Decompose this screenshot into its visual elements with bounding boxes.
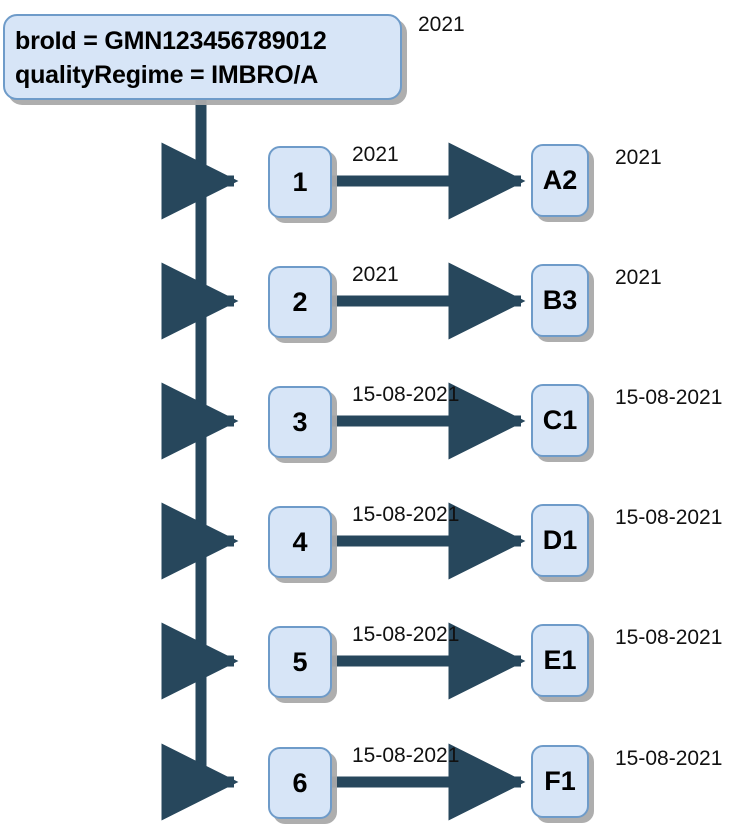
target-date-label-2: 2021: [615, 266, 662, 289]
target-date-label-4: 15-08-2021: [615, 506, 723, 529]
branch-elbow-1: [161, 142, 239, 220]
node-3[interactable]: 3: [268, 386, 332, 458]
target-date-label-5: 15-08-2021: [615, 626, 723, 649]
node-2[interactable]: 2: [268, 266, 332, 338]
node-d1[interactable]: D1: [531, 504, 589, 577]
node-b3[interactable]: B3: [531, 264, 589, 337]
node-e1[interactable]: E1: [531, 624, 589, 697]
edge-label-2: 2021: [352, 263, 399, 286]
root-node-line-qualityregime: qualityRegime = IMBRO/A: [15, 61, 319, 89]
node-a2[interactable]: A2: [531, 144, 589, 217]
spine-line: [161, 100, 239, 821]
branch-elbow-3: [161, 382, 239, 460]
node-c1[interactable]: C1: [531, 384, 589, 457]
edge-label-6: 15-08-2021: [352, 744, 460, 767]
edge-label-1: 2021: [352, 143, 399, 166]
node-6[interactable]: 6: [268, 747, 332, 819]
root-node-line-broid: broId = GMN123456789012: [15, 27, 327, 55]
root-node[interactable]: broId = GMN123456789012 qualityRegime = …: [3, 14, 402, 100]
node-5[interactable]: 5: [268, 626, 332, 698]
target-date-label-1: 2021: [615, 146, 662, 169]
target-date-label-6: 15-08-2021: [615, 747, 723, 770]
edge-label-4: 15-08-2021: [352, 503, 460, 526]
target-date-label-3: 15-08-2021: [615, 386, 723, 409]
node-1[interactable]: 1: [268, 146, 332, 218]
branch-elbow-4: [161, 502, 239, 580]
branch-elbow-2: [161, 262, 239, 340]
root-date-label: 2021: [418, 13, 465, 36]
branch-elbow-5: [161, 622, 239, 700]
edge-label-5: 15-08-2021: [352, 623, 460, 646]
edge-label-3: 15-08-2021: [352, 383, 460, 406]
node-f1[interactable]: F1: [531, 745, 589, 818]
node-4[interactable]: 4: [268, 506, 332, 578]
